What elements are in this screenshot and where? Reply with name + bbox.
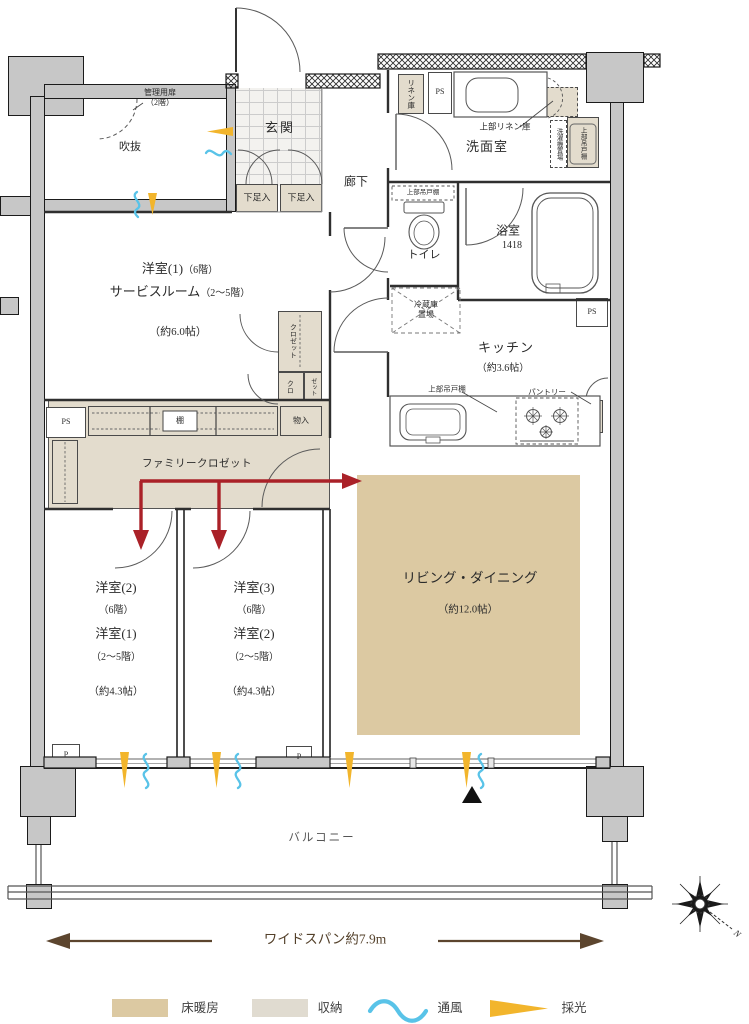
- shelf-label: 棚: [176, 416, 184, 425]
- entrance-floor: [236, 88, 322, 186]
- entry-marker-triangle: [462, 786, 482, 803]
- wall-genkan-left: [226, 84, 236, 212]
- shoe-left-label: 下足入: [243, 192, 271, 203]
- ps-box-left: [46, 407, 86, 438]
- wide-span-label: ワイドスパン約7.9m: [263, 931, 387, 947]
- family-closet-ladder: [52, 440, 78, 504]
- ps-box-right: [576, 298, 608, 327]
- south-window-band: [43, 756, 611, 769]
- wall-left: [30, 96, 45, 768]
- legend-ventilation-label: 通風: [437, 1001, 463, 1016]
- bath-label: 浴室: [495, 223, 521, 238]
- linen-closet: [398, 74, 424, 114]
- ps-box-top: [428, 72, 452, 114]
- legend-daylight-label: 採光: [561, 1001, 587, 1016]
- corridor-label: 廊下: [343, 174, 369, 189]
- void-label: 吹抜: [119, 141, 141, 154]
- bathtub: [531, 192, 599, 294]
- living-size-label: （約12.0帖）: [437, 604, 499, 616]
- closet-small1-label: クロ: [286, 380, 295, 394]
- legend-storage-label: 収納: [317, 1001, 343, 1016]
- legend-floor-heating-swatch: [112, 999, 168, 1017]
- linen-label: リネン庫: [406, 79, 416, 109]
- balcony-post-right: [602, 884, 628, 909]
- room3-alt-floor-label: （2〜5階）: [229, 651, 279, 663]
- balcony-post-left: [26, 884, 52, 909]
- room2-name-label: 洋室(2): [95, 579, 137, 595]
- wall-void-top: [44, 84, 232, 99]
- pillar-bottom-right-stem: [602, 816, 628, 842]
- legend-floor-heating-label: 床暖房: [181, 1001, 219, 1016]
- legend-ventilation-wave: [367, 999, 429, 1023]
- kitchen-cabinet-box: [484, 400, 513, 445]
- ps-top-label: PS: [435, 87, 445, 96]
- room1-size-label: （約6.0帖）: [149, 326, 207, 339]
- washer-space-box: [550, 120, 567, 168]
- wall-left-tab1: [0, 196, 31, 216]
- closet-tall-label: クロゼット: [289, 323, 298, 359]
- living-floor-heating-area: [357, 475, 580, 735]
- kitchen-size-label: （約3.6帖）: [476, 362, 530, 374]
- room3-floor-label: （6階）: [236, 604, 272, 616]
- mgmt-door-label: 管理用扉（2階）: [144, 88, 176, 107]
- living-name-label: リビング・ダイニング: [402, 570, 538, 586]
- wall-void-bottom: [44, 199, 232, 212]
- compass-icon: [672, 876, 733, 932]
- monoire-label: 物入: [293, 416, 309, 425]
- legend-daylight-arrow: [490, 1000, 548, 1017]
- pillar-bottom-left-stem: [27, 816, 51, 845]
- wall-right: [610, 102, 624, 768]
- pillar-bottom-left: [20, 766, 76, 817]
- wall-left-tab2: [0, 297, 19, 315]
- ps-right-label: PS: [587, 307, 597, 316]
- washer-cabinet-label: 上部吊戸棚: [579, 126, 587, 160]
- toilet-cabinet-label: 上部吊戸棚: [406, 188, 440, 196]
- legend-storage-swatch: [252, 999, 308, 1017]
- compass-north-label: N: [731, 927, 743, 940]
- shoe-right-label: 下足入: [287, 192, 315, 203]
- pillar-bottom-right: [586, 766, 644, 817]
- upper-linen-label: 上部リネン庫: [479, 121, 531, 132]
- stove-burners: [524, 407, 569, 439]
- pillar2-label: P: [296, 752, 302, 761]
- ps-left-label: PS: [61, 417, 71, 426]
- balcony-label: バルコニー: [288, 831, 356, 844]
- room3-alt-label: 洋室(2): [233, 625, 275, 641]
- pantry-label: パントリー: [528, 387, 566, 397]
- room2-size-label: （約4.3帖）: [88, 686, 144, 698]
- balcony-rail: [7, 842, 653, 900]
- bath-size-label: 1418: [502, 239, 522, 251]
- room2-alt-floor-label: （2〜5階）: [91, 651, 141, 663]
- toilet-label: トイレ: [407, 249, 441, 262]
- washroom-label: 洗面室: [465, 138, 509, 154]
- closet-tall-box: [278, 311, 322, 372]
- kitchen-cabinet-label: 上部吊戸棚: [428, 384, 466, 394]
- pantry-box: [578, 400, 603, 433]
- room1-name-label: 洋室(1)（6階）: [141, 260, 219, 276]
- monoire-box: [280, 406, 322, 436]
- pillar1-label: P: [63, 750, 69, 759]
- entrance-label: 玄関: [264, 119, 296, 135]
- room3-name-label: 洋室(3): [233, 579, 275, 595]
- closet-small-box1: [278, 372, 304, 403]
- kitchen-label: キッチン: [477, 339, 535, 355]
- room3-size-label: （約4.3帖）: [226, 686, 282, 698]
- upper-linen-box: [546, 87, 578, 117]
- room2-floor-label: （6階）: [98, 604, 134, 616]
- room2-alt-label: 洋室(1): [95, 625, 137, 641]
- fridge-label: 冷蔵庫置場: [414, 300, 438, 319]
- closet-small2-label: ゼット: [309, 378, 316, 396]
- room1-alt-label: サービスルーム（2〜5階）: [109, 283, 251, 299]
- family-closet-label: ファミリークロゼット: [142, 458, 252, 470]
- pillar-top-right: [586, 52, 644, 103]
- washer-space-label: 洗濯機置場: [555, 127, 563, 161]
- shoe-box-right: [280, 184, 322, 212]
